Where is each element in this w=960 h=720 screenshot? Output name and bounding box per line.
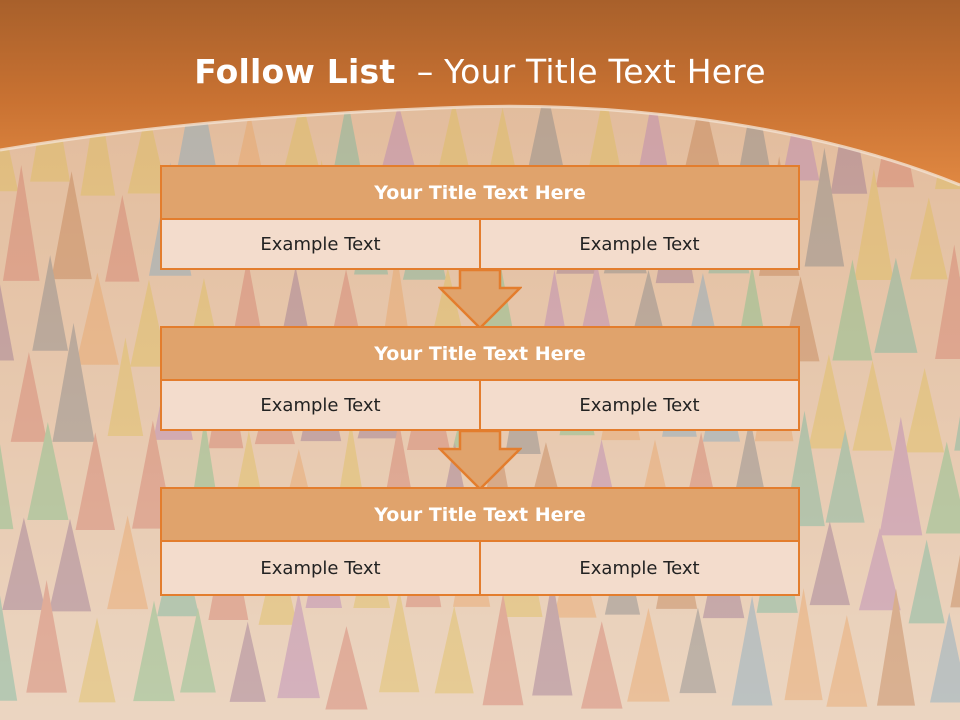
pencil-tip-shape	[0, 444, 14, 530]
pencil-tip-shape	[279, 98, 324, 186]
pencil-tip-shape	[679, 607, 717, 694]
block-header: Your Title Text Here	[160, 165, 800, 220]
down-arrow-icon	[438, 270, 522, 330]
pencil-tip-shape	[826, 615, 868, 707]
pencil-tip-shape	[482, 593, 524, 706]
pencil-tip-shape	[0, 595, 18, 701]
list-block-1: Your Title Text Here Example Text Exampl…	[160, 165, 800, 270]
pencil-tip-shape	[532, 578, 573, 696]
pencil-tip-shape	[26, 580, 67, 693]
block-cell-right: Example Text	[481, 381, 800, 431]
block-cell-right: Example Text	[481, 542, 800, 596]
block-row: Example Text Example Text	[160, 381, 800, 431]
pencil-tip-shape	[832, 259, 873, 361]
pencil-tip-shape	[908, 539, 945, 624]
pencil-tip-shape	[2, 165, 40, 281]
pencil-tip-shape	[808, 354, 850, 449]
pencil-tip-shape	[78, 617, 116, 703]
pencil-tip-shape	[48, 518, 92, 612]
pencil-tip-shape	[876, 588, 916, 706]
down-arrow-icon	[438, 431, 522, 491]
page-title: Follow List – Your Title Text Here	[0, 52, 960, 91]
list-block-2: Your Title Text Here Example Text Exampl…	[160, 326, 800, 431]
pencil-tip-shape	[627, 607, 670, 702]
pencil-tip-shape	[879, 416, 923, 536]
pencil-tip-shape	[80, 89, 116, 196]
pencil-tip-shape	[681, 91, 724, 183]
list-block-3: Your Title Text Here Example Text Exampl…	[160, 487, 800, 596]
block-cell-left: Example Text	[160, 542, 481, 596]
pencil-tip-shape	[731, 595, 773, 706]
pencil-tip-shape	[925, 441, 960, 534]
title-rest: – Your Title Text Here	[416, 52, 766, 91]
pencil-tip-shape	[784, 588, 823, 701]
pencil-tip-shape	[32, 255, 69, 351]
block-cell-left: Example Text	[160, 220, 481, 270]
pencil-tip-shape	[858, 527, 901, 611]
pencil-tip-shape	[852, 360, 893, 451]
pencil-tip-shape	[107, 515, 149, 610]
block-header: Your Title Text Here	[160, 326, 800, 381]
pencil-tip-shape	[905, 368, 945, 453]
title-bold: Follow List	[194, 52, 396, 91]
pencil-tip-shape	[75, 272, 119, 365]
pencil-tip-shape	[909, 197, 948, 280]
pencil-tip-shape	[127, 107, 168, 194]
pencil-tip-shape	[325, 626, 368, 710]
block-cell-right: Example Text	[481, 220, 800, 270]
header-banner	[0, 0, 960, 187]
pencil-tip-shape	[105, 194, 140, 282]
pencil-tip-shape	[51, 171, 92, 280]
pencil-tip-shape	[950, 554, 960, 608]
pencil-tip-shape	[525, 84, 567, 181]
pencil-tip-shape	[229, 621, 266, 702]
pencil-tip-shape	[854, 168, 894, 281]
pencil-tip-shape	[180, 607, 216, 693]
pencil-tip-shape	[130, 279, 168, 367]
block-row: Example Text Example Text	[160, 542, 800, 596]
pencil-tip-shape	[825, 429, 865, 523]
pencil-tip-shape	[10, 351, 48, 442]
pencil-tip-shape	[2, 517, 46, 610]
pencil-tip-shape	[277, 591, 320, 699]
pencil-tip-shape	[75, 432, 116, 530]
pencil-tip-shape	[0, 284, 15, 361]
pencil-tip-shape	[929, 612, 960, 703]
pencil-tip-shape	[434, 605, 474, 694]
block-cell-left: Example Text	[160, 381, 481, 431]
pencil-tip-shape	[27, 421, 69, 521]
pencil-tip-shape	[580, 621, 623, 709]
pencil-tip-shape	[954, 416, 960, 451]
pencil-tip-shape	[133, 600, 175, 702]
block-row: Example Text Example Text	[160, 220, 800, 270]
pencil-tip-shape	[874, 257, 918, 353]
pencil-tip-shape	[107, 337, 144, 437]
pencil-tip-shape	[378, 589, 420, 693]
pencil-tip-shape	[635, 91, 672, 190]
block-header: Your Title Text Here	[160, 487, 800, 542]
pencil-tip-shape	[935, 244, 960, 359]
pencil-tip-shape	[804, 147, 845, 267]
pencil-tip-shape	[809, 521, 850, 606]
pencil-tip-shape	[52, 322, 95, 442]
pencil-tip-shape	[585, 88, 625, 187]
